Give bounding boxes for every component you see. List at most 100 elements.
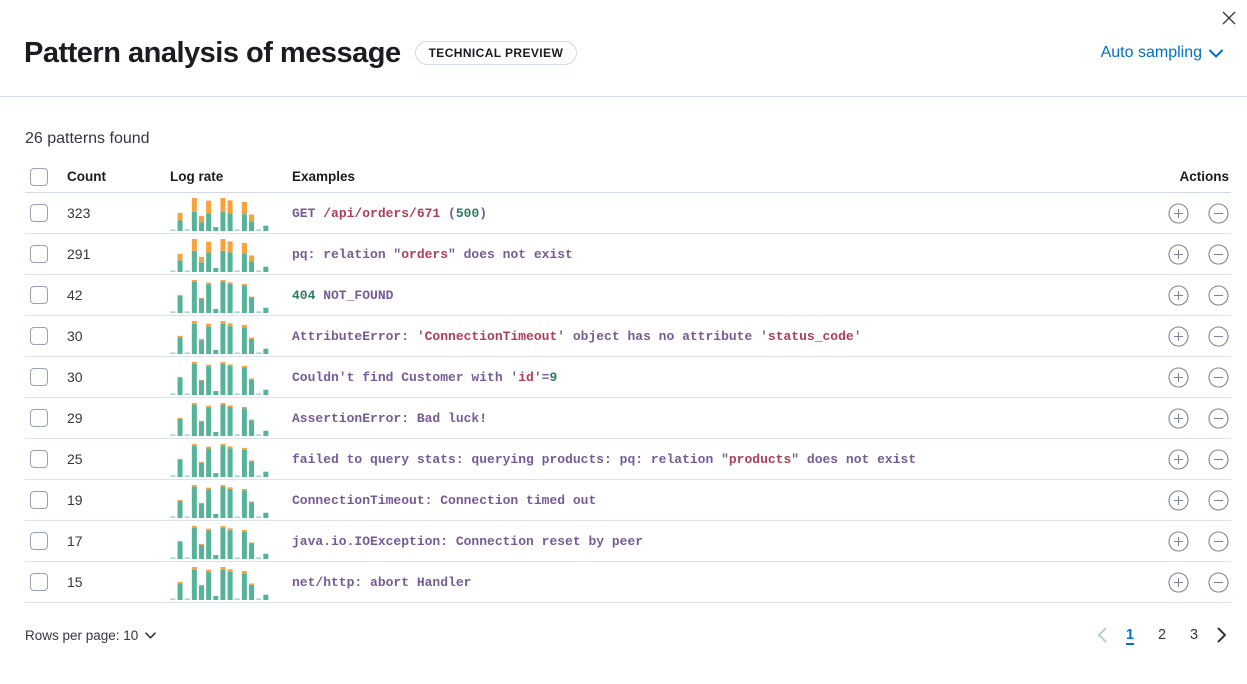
filter-out-button[interactable] — [1208, 489, 1229, 511]
filter-in-button[interactable] — [1168, 284, 1189, 306]
example-text: AttributeError: 'ConnectionTimeout' obje… — [292, 329, 1135, 344]
rows-per-page-label: Rows per page: 10 — [25, 627, 139, 643]
log-rate-cell — [170, 480, 292, 520]
filter-out-button[interactable] — [1208, 366, 1229, 388]
plus-circle-icon — [1168, 243, 1189, 265]
filter-in-button[interactable] — [1168, 325, 1189, 347]
example-text: Couldn't find Customer with 'id'=9 — [292, 370, 1135, 385]
row-checkbox[interactable] — [30, 532, 48, 550]
count-value: 29 — [67, 410, 83, 426]
filter-in-button[interactable] — [1168, 366, 1189, 388]
row-checkbox-cell — [25, 491, 67, 509]
filter-in-button[interactable] — [1168, 448, 1189, 470]
page-button[interactable]: 3 — [1181, 623, 1207, 647]
chevron-left-icon — [1098, 627, 1107, 643]
count-value: 30 — [67, 328, 83, 344]
plus-circle-icon — [1168, 284, 1189, 306]
filter-in-button[interactable] — [1168, 243, 1189, 265]
example-token: java.io.IOException: Connection reset by… — [292, 533, 644, 549]
log-rate-cell — [170, 275, 292, 315]
row-checkbox-cell — [25, 204, 67, 222]
example-token: ' object has no attribute ' — [557, 328, 768, 344]
row-checkbox[interactable] — [30, 327, 48, 345]
row-actions — [1135, 530, 1231, 552]
rows-per-page-dropdown[interactable]: Rows per page: 10 — [25, 627, 157, 643]
row-actions — [1135, 366, 1231, 388]
filter-in-button[interactable] — [1168, 407, 1189, 429]
log-rate-cell — [170, 234, 292, 274]
close-button[interactable] — [1215, 4, 1243, 32]
plus-circle-icon — [1168, 366, 1189, 388]
example-text: java.io.IOException: Connection reset by… — [292, 534, 1135, 549]
row-actions — [1135, 284, 1231, 306]
row-actions — [1135, 448, 1231, 470]
example-token: net/http: abort Handler — [292, 574, 472, 590]
row-checkbox-cell — [25, 409, 67, 427]
filter-out-button[interactable] — [1208, 284, 1229, 306]
log-rate-sparkline — [170, 239, 269, 272]
flyout-content: 26 patterns found Count Log rate Example… — [0, 130, 1247, 647]
plus-circle-icon — [1168, 571, 1189, 593]
filter-out-button[interactable] — [1208, 448, 1229, 470]
example-text: ConnectionTimeout: Connection timed out — [292, 493, 1135, 508]
log-rate-sparkline — [170, 321, 269, 354]
plus-circle-icon — [1168, 202, 1189, 224]
filter-out-button[interactable] — [1208, 530, 1229, 552]
filter-in-button[interactable] — [1168, 571, 1189, 593]
row-checkbox[interactable] — [30, 245, 48, 263]
previous-page-button[interactable] — [1093, 625, 1111, 645]
filter-in-button[interactable] — [1168, 530, 1189, 552]
page-button[interactable]: 1 — [1117, 623, 1143, 647]
example-token: failed to query stats: querying products… — [292, 451, 729, 467]
filter-in-button[interactable] — [1168, 202, 1189, 224]
count-value: 19 — [67, 492, 83, 508]
plus-circle-icon — [1168, 448, 1189, 470]
row-checkbox[interactable] — [30, 491, 48, 509]
row-checkbox[interactable] — [30, 573, 48, 591]
example-text: 404 NOT_FOUND — [292, 288, 1135, 303]
row-checkbox[interactable] — [30, 286, 48, 304]
row-checkbox[interactable] — [30, 409, 48, 427]
minus-circle-icon — [1208, 530, 1229, 552]
minus-circle-icon — [1208, 407, 1229, 429]
filter-out-button[interactable] — [1208, 325, 1229, 347]
example-token: '= — [533, 369, 550, 385]
example-token: /api/orders/671 — [323, 205, 441, 221]
table-row: 29 AssertionError: Bad luck! — [25, 398, 1231, 439]
select-all-checkbox[interactable] — [30, 167, 48, 186]
filter-out-button[interactable] — [1208, 407, 1229, 429]
example-token: ConnectionTimeout — [424, 328, 558, 344]
log-rate-cell — [170, 193, 292, 233]
row-checkbox[interactable] — [30, 368, 48, 386]
filter-in-button[interactable] — [1168, 489, 1189, 511]
example-token: " does not exist — [448, 246, 573, 262]
row-actions — [1135, 325, 1231, 347]
filter-out-button[interactable] — [1208, 202, 1229, 224]
close-icon — [1222, 11, 1236, 25]
sampling-label: Auto sampling — [1100, 44, 1202, 61]
next-page-button[interactable] — [1213, 625, 1231, 645]
log-rate-cell — [170, 562, 292, 602]
minus-circle-icon — [1208, 489, 1229, 511]
example-token: AssertionError: Bad luck! — [292, 410, 488, 426]
row-checkbox[interactable] — [30, 450, 48, 468]
log-rate-sparkline — [170, 526, 269, 559]
filter-out-button[interactable] — [1208, 243, 1229, 265]
count-value: 291 — [67, 246, 91, 262]
page-button[interactable]: 2 — [1149, 623, 1175, 647]
example-text: pq: relation "orders" does not exist — [292, 247, 1135, 262]
sampling-dropdown[interactable]: Auto sampling — [1101, 44, 1223, 62]
flyout-header: Pattern analysis of message TECHNICAL PR… — [0, 0, 1247, 97]
table-header-row: Count Log rate Examples Actions — [25, 161, 1231, 193]
filter-out-button[interactable] — [1208, 571, 1229, 593]
actions-column-header: Actions — [1179, 169, 1229, 184]
log-rate-sparkline — [170, 280, 269, 313]
row-checkbox[interactable] — [30, 204, 48, 222]
row-checkbox-cell — [25, 286, 67, 304]
count-value: 17 — [67, 533, 83, 549]
